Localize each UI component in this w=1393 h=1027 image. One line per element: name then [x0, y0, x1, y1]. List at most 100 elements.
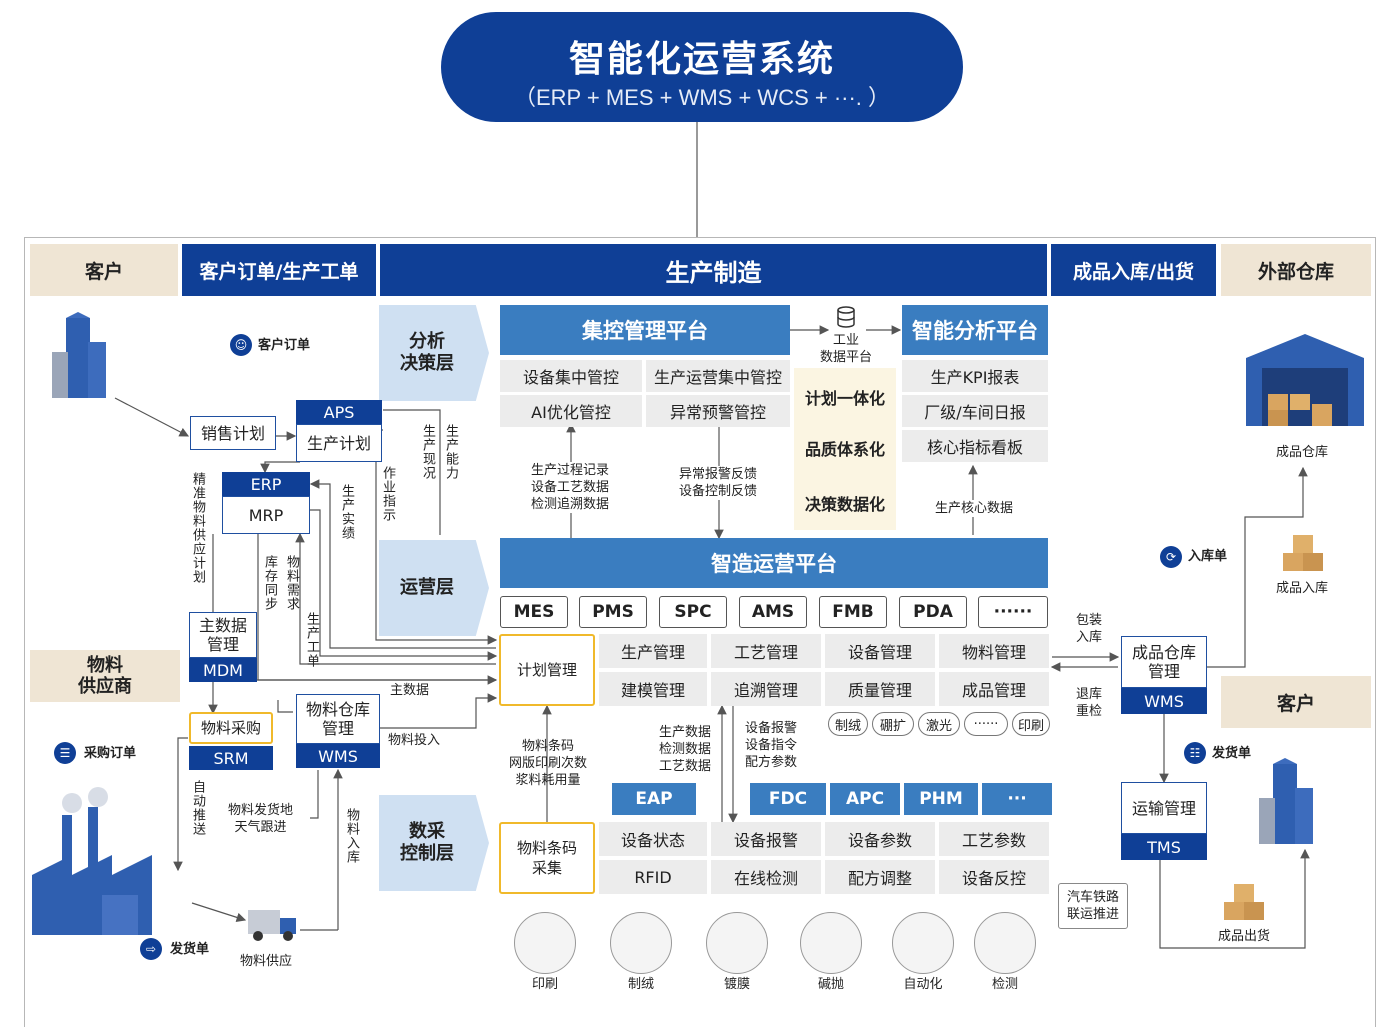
system-pms: PMS	[579, 596, 647, 628]
label-alarm-data: 设备报警 设备指令 配方参数	[744, 721, 797, 770]
module-quality: 质量管理	[825, 672, 935, 706]
layer-analysis: 分析 决策层	[379, 305, 489, 401]
daq-system-fdc: FDC	[750, 783, 826, 815]
equipment-automation-icon	[892, 912, 954, 974]
diagram-frame	[24, 237, 1376, 1027]
prod-plan-box: 生产计划	[296, 424, 382, 462]
v-inventory-sync: 库存同步	[262, 555, 277, 611]
sales-plan-box: 销售计划	[190, 416, 276, 450]
dispatch-order-label: 发货单	[1212, 746, 1252, 761]
daq-cell: RFID	[599, 860, 707, 894]
layer-operation: 运营层	[379, 540, 489, 636]
factory-icon	[32, 785, 164, 935]
label-barcode-data: 物料条码 网版印刷次数 浆料耗用量	[508, 739, 587, 788]
daq-system-more: ···	[982, 783, 1052, 815]
equipment-polishing-icon	[800, 912, 862, 974]
equipment-label: 制绒	[627, 977, 654, 992]
customer-building-icon	[48, 312, 110, 398]
tms-label: TMS	[1121, 834, 1207, 860]
fg-wms-label: WMS	[1121, 688, 1207, 714]
module-process: 工艺管理	[711, 634, 821, 668]
data-platform-label: 工业 数据平台	[819, 333, 872, 365]
material-wms-label: WMS	[296, 744, 380, 768]
v-material-need: 物料需求	[284, 555, 299, 611]
header-external-warehouse: 外部仓库	[1221, 244, 1371, 296]
label-production-data: 生产数据 检测数据 工艺数据	[658, 725, 711, 774]
equipment-coating-icon	[706, 912, 768, 974]
process-pill: 硼扩	[872, 712, 914, 736]
v-prod-status: 生产现况	[420, 424, 435, 480]
daq-system-eap: EAP	[612, 783, 696, 815]
process-pill: 印刷	[1012, 712, 1050, 736]
header-fg-io: 成品入库/出货	[1051, 244, 1216, 296]
shipping-order-label: 发货单	[170, 942, 210, 957]
fg-out-label: 成品出货	[1218, 929, 1271, 944]
box-stack-icon	[1224, 884, 1264, 920]
system-subtitle: （ERP + MES + WMS + WCS + ···. ）	[513, 85, 891, 110]
flow-label-kpi: 生产核心数据	[928, 500, 1020, 517]
system-mes: MES	[500, 596, 568, 628]
v-prod-actual: 生产实绩	[339, 484, 354, 540]
equipment-texturing-icon	[610, 912, 672, 974]
database-icon	[834, 305, 858, 329]
equipment-label: 印刷	[531, 977, 558, 992]
daq-system-apc: APC	[830, 783, 900, 815]
daq-cell: 在线检测	[711, 860, 821, 894]
mrp-box: MRP	[222, 496, 310, 534]
daq-system-phm: PHM	[904, 783, 978, 815]
module-modeling: 建模管理	[599, 672, 707, 706]
v-precise-supply: 精准物料供应计划	[190, 472, 205, 584]
process-pill: ······	[964, 712, 1008, 736]
system-pda: PDA	[899, 596, 967, 628]
analytics-platform-title: 智能分析平台	[902, 305, 1048, 355]
v-work-order: 生产工单	[304, 612, 319, 668]
customer-order-label: 客户订单	[258, 338, 311, 353]
mid-item-3: 决策数据化	[804, 495, 885, 514]
central-item-2: 生产运营集中管控	[646, 360, 790, 392]
daq-cell: 配方调整	[825, 860, 935, 894]
ship-tracking-label: 物料发货地 天气跟进	[228, 803, 294, 835]
ops-platform-title: 智造运营平台	[500, 538, 1048, 588]
system-more: ······	[978, 596, 1048, 628]
header-orders: 客户订单/生产工单	[182, 244, 376, 296]
inbound-order-icon: ⟳	[1160, 546, 1182, 568]
analytics-item-1: 生产KPI报表	[902, 360, 1048, 392]
daq-cell: 设备参数	[825, 822, 935, 856]
purchase-order-icon: ☰	[54, 742, 76, 764]
analytics-item-3: 核心指标看板	[902, 430, 1048, 462]
mid-panel	[794, 368, 896, 530]
flow-label-right: 异常报警反馈 设备控制反馈	[668, 466, 768, 500]
master-data-label: 主数据	[390, 683, 430, 698]
material-wms-box: 物料仓库 管理	[296, 694, 380, 744]
system-spc: SPC	[659, 596, 727, 628]
daq-cell: 设备反控	[939, 860, 1049, 894]
equipment-label: 碱抛	[817, 977, 844, 992]
mid-item-1: 计划一体化	[804, 389, 885, 408]
module-traceability: 追溯管理	[711, 672, 821, 706]
dispatch-order-icon: ☷	[1184, 742, 1206, 764]
pack-in-label: 包装 入库	[1076, 613, 1103, 645]
daq-cell: 设备状态	[599, 822, 707, 856]
fg-wms-box: 成品仓库 管理	[1121, 636, 1207, 688]
daq-cell: 工艺参数	[939, 822, 1049, 856]
system-fmb: FMB	[819, 596, 887, 628]
mdm-label: MDM	[189, 658, 257, 682]
equipment-printer-icon	[514, 912, 576, 974]
system-ams: AMS	[739, 596, 807, 628]
material-supplier: 物料 供应商	[30, 650, 180, 702]
transport-box: 运输管理	[1121, 782, 1207, 834]
customer-order-icon: ☺	[230, 334, 252, 356]
shipping-order-icon: ⇨	[140, 938, 162, 960]
process-pill: 制绒	[828, 712, 868, 736]
return-check-label: 退库 重检	[1076, 687, 1103, 719]
layer-daq: 数采 控制层	[379, 795, 489, 891]
fg-warehouse-label: 成品仓库	[1276, 445, 1329, 460]
mdm-top-box: 主数据 管理	[189, 612, 257, 658]
system-title-banner: 智能化运营系统 （ERP + MES + WMS + WCS + ···. ）	[441, 12, 963, 122]
aps-label: APS	[296, 400, 382, 424]
srm-top-box: 物料采购	[189, 712, 273, 744]
daq-cell: 设备报警	[711, 822, 821, 856]
process-pill: 激光	[918, 712, 960, 736]
equipment-label: 检测	[991, 977, 1018, 992]
module-finished-goods: 成品管理	[939, 672, 1049, 706]
